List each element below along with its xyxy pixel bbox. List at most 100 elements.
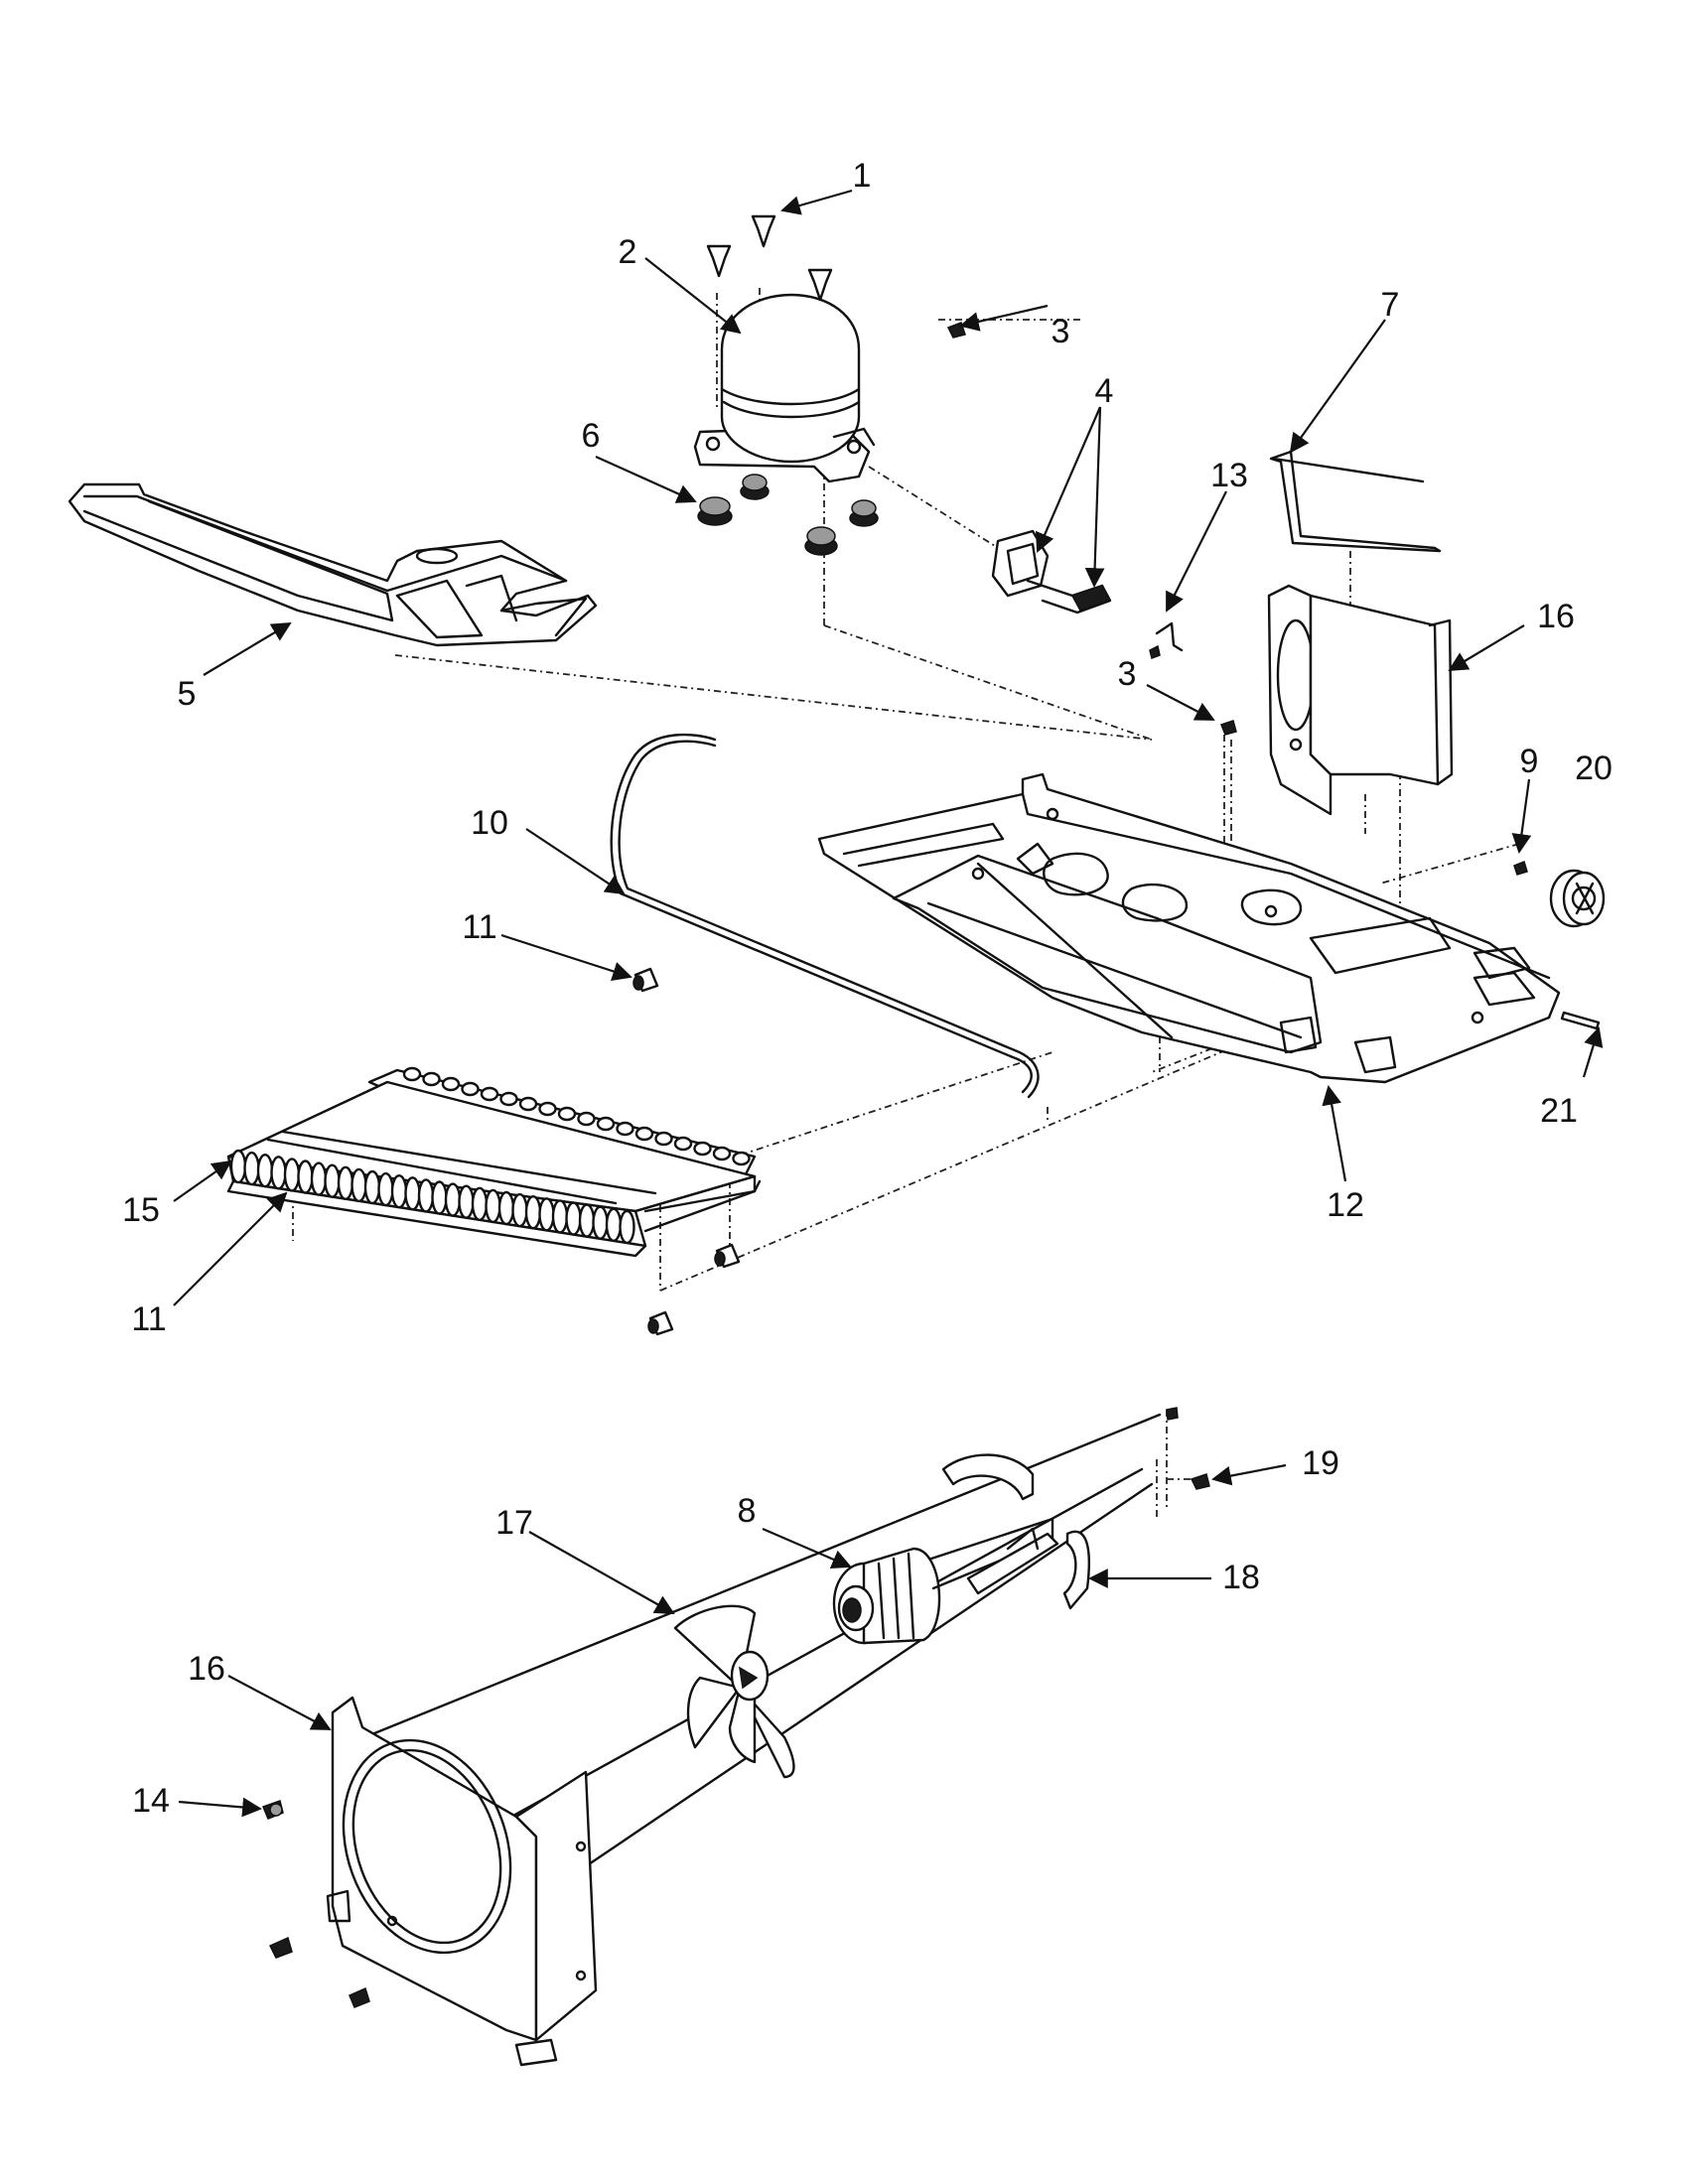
grommet (697, 496, 733, 526)
callout-7: 7 (1381, 286, 1400, 324)
callout-2: 2 (619, 233, 637, 271)
coil-loop (351, 1167, 367, 1203)
coil-loop (461, 1081, 480, 1097)
coil-loop (577, 1111, 596, 1127)
bolt (807, 268, 833, 302)
coil-loop (390, 1173, 408, 1209)
screw (1166, 1407, 1179, 1421)
coil-loop (499, 1091, 518, 1107)
condenser-tube (610, 733, 1040, 1099)
screw (1220, 720, 1237, 736)
callout-3-lower: 3 (1118, 655, 1137, 693)
coil-loop (422, 1071, 441, 1087)
coil-loop (324, 1163, 341, 1198)
coil-loop (404, 1176, 421, 1211)
coil-loop (578, 1203, 596, 1238)
coil-loop (471, 1186, 489, 1222)
fan-shroud-bottom (326, 1696, 598, 2067)
coil-loop (565, 1201, 582, 1236)
callout-4: 4 (1095, 372, 1114, 410)
coil-loop (402, 1066, 422, 1082)
coil-loop (693, 1141, 712, 1157)
coil-loop (431, 1180, 448, 1215)
coil-loops (229, 1066, 751, 1245)
coil-loop (551, 1199, 569, 1234)
drain-pan (68, 482, 598, 647)
coil-loop (673, 1136, 693, 1152)
grommet (849, 499, 879, 527)
coil-loop (337, 1165, 354, 1201)
coil-loop (619, 1209, 635, 1245)
coil-loop (229, 1149, 247, 1184)
clip (1149, 621, 1184, 659)
coil-loop (712, 1146, 732, 1161)
coil-loop (634, 1126, 654, 1142)
coil-loop (524, 1194, 542, 1230)
callout-numbers: 1 2 3 3 4 5 6 7 8 9 10 11 11 12 13 14 15… (122, 157, 1613, 1820)
coil-loop (458, 1184, 475, 1219)
coil-loop (243, 1151, 260, 1186)
gasket (1269, 450, 1442, 553)
screw (1513, 860, 1528, 876)
screw (262, 1800, 284, 1820)
bolt (751, 214, 776, 248)
callout-15: 15 (122, 1191, 160, 1229)
callout-10: 10 (471, 804, 508, 842)
coil-loop (310, 1161, 328, 1196)
spacer (714, 1243, 741, 1269)
fan-motor (832, 1453, 1059, 1645)
callout-16-lower: 16 (188, 1650, 225, 1688)
control-knob (1549, 869, 1606, 928)
coil-loop (538, 1197, 555, 1232)
spacer (632, 967, 659, 993)
coil-loop (444, 1182, 462, 1217)
pin (1560, 1011, 1601, 1030)
callout-16-upper: 16 (1537, 598, 1575, 635)
relay-overload (991, 529, 1112, 614)
motor-screw (1190, 1473, 1210, 1490)
coil-loop (592, 1205, 609, 1240)
coil-loop (256, 1153, 274, 1188)
coil-loop (518, 1096, 538, 1112)
coil-loop (297, 1160, 314, 1194)
coil-loop (497, 1190, 515, 1226)
callout-12: 12 (1327, 1186, 1364, 1224)
callout-11-lower: 11 (131, 1300, 166, 1338)
callout-6: 6 (582, 417, 601, 455)
callout-5: 5 (178, 675, 197, 713)
coil-loop (417, 1178, 435, 1213)
coil-loop (363, 1169, 381, 1205)
callout-8: 8 (738, 1492, 757, 1530)
coil-loop (480, 1086, 499, 1102)
screw (349, 1986, 370, 2008)
condenser-coil (226, 1066, 762, 1258)
shroud-screws (262, 1800, 370, 2008)
coil-loop (270, 1156, 287, 1190)
callout-11-upper: 11 (462, 908, 496, 946)
grommets (697, 474, 879, 556)
motor-bracket (1062, 1530, 1090, 1610)
coil-loop (654, 1131, 673, 1147)
coil-loop (441, 1076, 461, 1092)
screw (268, 1936, 293, 1959)
coil-loop (283, 1158, 301, 1192)
bolt (706, 244, 732, 278)
compressor (693, 293, 876, 483)
coil-loop (732, 1151, 751, 1166)
leader-lines (173, 189, 1604, 1818)
coil-loop (616, 1121, 634, 1137)
callout-20: 20 (1575, 750, 1613, 787)
callout-13: 13 (1210, 457, 1248, 494)
callout-1: 1 (853, 157, 872, 195)
grommet (804, 526, 838, 556)
callout-21: 21 (1540, 1092, 1578, 1130)
coil-loop (485, 1188, 501, 1224)
callout-9: 9 (1520, 743, 1539, 780)
grommet (740, 474, 770, 500)
compressor-bolts (706, 214, 833, 302)
fan-shroud-top (1267, 584, 1454, 816)
spacer (647, 1310, 674, 1336)
base-pan (817, 772, 1561, 1084)
coil-loop (557, 1106, 577, 1122)
